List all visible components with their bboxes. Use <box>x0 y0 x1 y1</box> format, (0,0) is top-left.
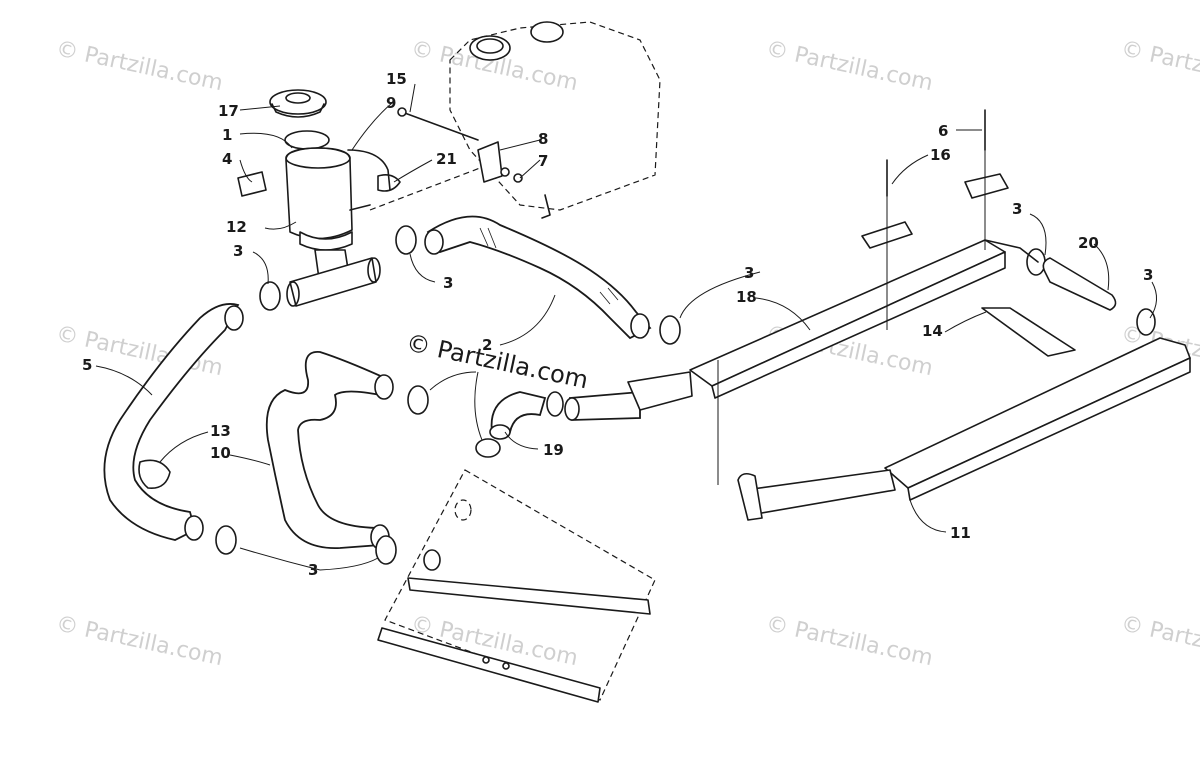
overflow-hose <box>347 149 391 191</box>
callout-11: 11 <box>950 524 971 542</box>
callout-12: 12 <box>226 218 247 236</box>
callout-21: 21 <box>436 150 457 168</box>
callout-3-c: 3 <box>744 264 754 282</box>
callout-2: 2 <box>482 336 492 354</box>
foam-pad <box>964 173 1009 199</box>
callout-6: 6 <box>938 122 948 140</box>
callout-9: 9 <box>386 94 396 112</box>
leader-lines <box>95 83 1157 571</box>
callout-13: 13 <box>210 422 231 440</box>
callout-19: 19 <box>543 441 564 459</box>
callout-labels: 17 1 4 12 3 3 3 3 3 3 5 13 10 2 19 15 9 … <box>82 70 1153 579</box>
watermark: © Partzilla.com <box>1119 611 1200 671</box>
callout-18: 18 <box>736 288 757 306</box>
watermark: © Partzilla.com <box>1119 36 1200 96</box>
callout-10: 10 <box>210 444 231 462</box>
callout-3-d: 3 <box>1012 200 1022 218</box>
short-hose <box>489 391 547 440</box>
callout-8: 8 <box>538 130 548 148</box>
callout-3-f: 3 <box>308 561 318 579</box>
callout-17: 17 <box>218 102 239 120</box>
heat-exchanger-14 <box>981 307 1076 357</box>
callout-14: 14 <box>922 322 943 340</box>
watermark: © Partzilla.com <box>54 36 225 96</box>
callout-16: 16 <box>930 146 951 164</box>
upper-hose <box>424 215 652 340</box>
callout-3-e: 3 <box>1143 266 1153 284</box>
watermark-center: © Partzilla.com <box>404 328 591 394</box>
callout-15: 15 <box>386 70 407 88</box>
callout-20: 20 <box>1078 234 1099 252</box>
callout-3-b: 3 <box>443 274 453 292</box>
callout-1: 1 <box>222 126 232 144</box>
decal <box>237 171 267 197</box>
radiator-cap <box>269 89 327 118</box>
t-fitting <box>286 257 381 307</box>
mounting-plate <box>377 469 656 703</box>
middle-hose <box>265 351 394 550</box>
bracket <box>477 141 503 183</box>
callout-7: 7 <box>538 152 548 170</box>
lower-left-hose <box>103 303 244 541</box>
heat-exchanger-20 <box>1042 257 1117 311</box>
callout-5: 5 <box>82 356 92 374</box>
hose-clip <box>138 459 171 489</box>
callout-3-a: 3 <box>233 242 243 260</box>
coolant-tank <box>449 21 661 219</box>
watermark: © Partzilla.com <box>764 611 935 671</box>
hose-clamps <box>215 225 1156 565</box>
heat-exchanger-11 <box>737 337 1191 521</box>
watermark: © Partzilla.com <box>764 36 935 96</box>
outlet-pipe <box>569 391 641 421</box>
heat-exchanger-18 <box>627 239 1039 411</box>
bolt <box>401 111 479 141</box>
callout-4: 4 <box>222 150 232 168</box>
watermark: © Partzilla.com <box>54 611 225 671</box>
